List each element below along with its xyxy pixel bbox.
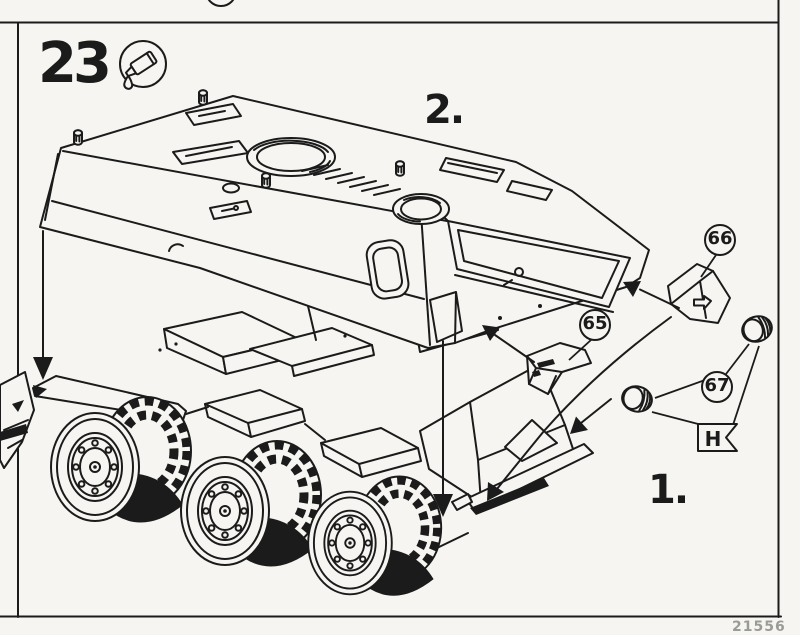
assembly-arrows <box>33 230 680 517</box>
panel-border <box>0 0 782 618</box>
callout-part-66: 66 <box>704 224 736 256</box>
arrow-cap <box>580 398 612 424</box>
upper-hull-drawing <box>39 89 650 349</box>
wheel <box>308 477 441 596</box>
wheel <box>51 397 191 523</box>
arrow-part65 <box>494 334 535 363</box>
adjacent-panel-fragment <box>0 371 35 469</box>
wheel <box>181 441 321 567</box>
top-panel-circle-fragment <box>207 0 235 7</box>
arrow-part66 <box>639 288 680 309</box>
substep-1-label: 1. <box>648 467 689 513</box>
callout-part-65: 65 <box>579 309 611 341</box>
footer-part-code: 21556 <box>732 619 786 635</box>
leader-lines <box>568 254 760 426</box>
part-65-bracket <box>526 342 592 395</box>
glue-tube-icon <box>119 40 167 90</box>
part-66-flap <box>667 263 731 324</box>
substep-2-label: 2. <box>424 87 465 133</box>
material-flag-label: H <box>704 427 722 451</box>
arrow-curved <box>496 316 672 490</box>
material-flag-shape <box>697 423 738 452</box>
wheels <box>51 397 441 596</box>
part-67-cap-b <box>621 385 653 413</box>
callout-part-67: 67 <box>701 371 733 403</box>
part-67-cap-a <box>741 315 773 343</box>
step-number: 23 <box>38 31 112 96</box>
